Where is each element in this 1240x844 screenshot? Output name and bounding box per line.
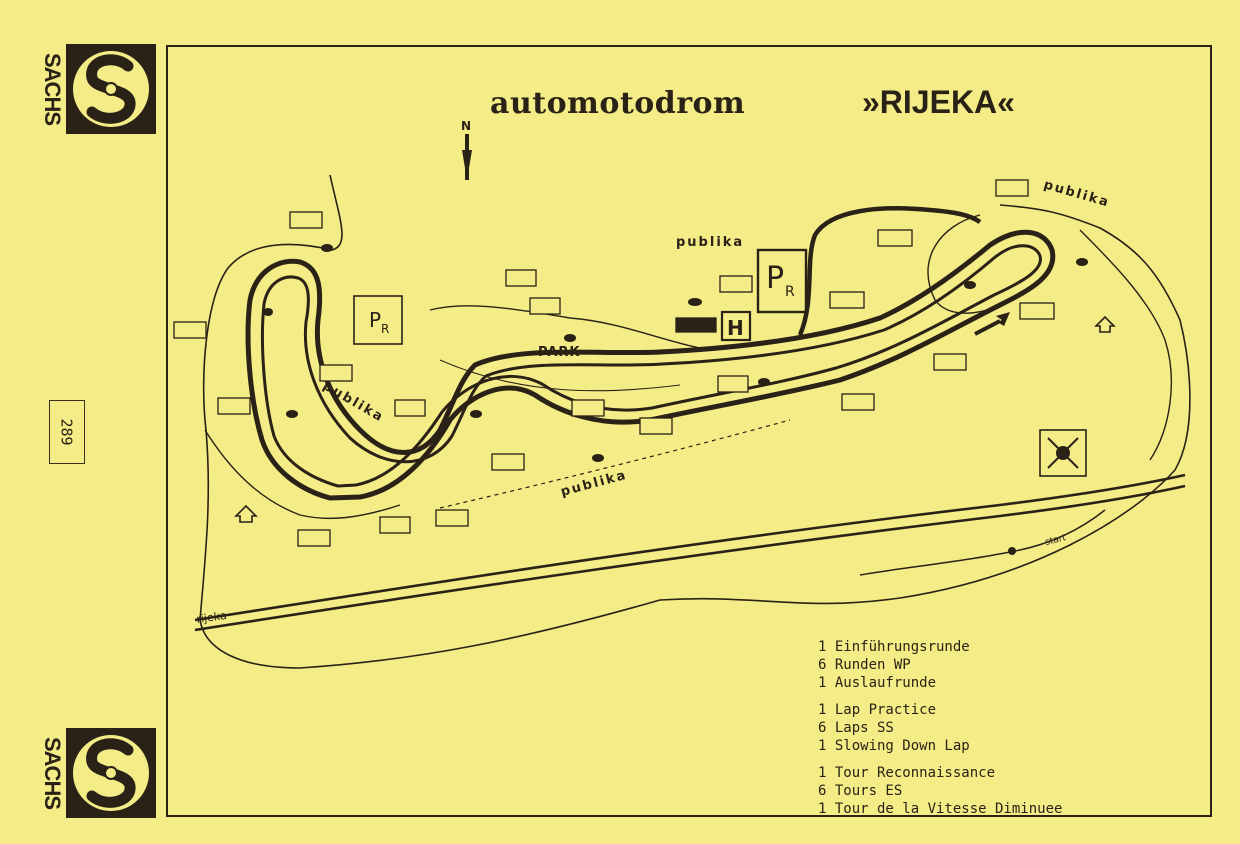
sign-marker [297,529,331,547]
start-marker-icon [1008,547,1016,555]
highway [194,473,1186,632]
publika-label-west: publika [320,378,387,425]
sign-marker [435,509,469,527]
dashed-spectator-line [439,419,791,509]
race-track-outer [245,229,1056,501]
sign-marker [379,516,411,534]
sign-marker [1019,302,1055,320]
car-icons [263,244,1088,462]
publika-label-northeast: publika [1042,177,1112,210]
sign-marker [491,453,525,471]
car-icon [964,281,976,289]
legend-line: 6 Laps SS [818,720,894,736]
sachs-s-icon [66,44,156,134]
car-icon [286,410,298,418]
publika-label-top: publika [676,235,744,250]
highway-line-1 [194,473,1186,622]
legend-group-french: 1 Tour Reconnaissance 6 Tours ES 1 Tour … [818,764,1198,818]
outer-boundary-line [199,174,1191,669]
legend-line: 6 Tours ES [818,783,903,799]
sign-marker [995,179,1029,197]
legend-line: 1 Lap Practice [818,702,937,718]
sign-marker [639,417,673,435]
legend-line: 1 Einführungsrunde [818,639,970,655]
sachs-logo-bottom: SACHS [38,728,158,818]
legend-line: 1 Tour Reconnaissance [818,765,996,781]
legend-line: 1 Auslaufrunde [818,675,937,691]
parking-left-r: R [381,322,389,336]
car-icon [470,410,482,418]
sign-marker [877,229,913,247]
publika-label-south: publika [559,468,629,500]
legend-line: 1 Slowing Down Lap [818,738,970,754]
sign-marker [289,211,323,229]
sign-marker [841,393,875,411]
sign-marker [529,297,561,315]
parking-block-right [756,248,808,314]
legend-group-german: 1 Einführungsrunde 6 Runden WP 1 Auslauf… [818,638,1198,692]
sign-marker [217,397,251,415]
park-label: PARK [538,345,580,360]
sign-marker [933,353,967,371]
sign-marker [571,399,605,417]
sachs-s-icon-bottom [66,728,156,818]
map-frame [166,45,1212,817]
first-aid-icon [1039,429,1087,477]
sign-markers [173,179,1055,547]
map-title: automotodrom [490,86,746,121]
car-icon [592,454,604,462]
sign-marker [394,399,426,417]
house-icon [234,315,1116,523]
service-road-3 [1079,229,1173,461]
race-track-north-loop [797,206,982,336]
sign-marker [719,275,753,293]
car-icon [1076,258,1088,266]
parking-right-r: R [785,284,795,300]
parking-right-p: P [766,261,784,296]
sidebar: SACHS 289 SACHS [0,0,166,844]
road-rijeka-label: rijeka [196,609,228,626]
car-icon [758,378,770,386]
legend-line: 6 Runden WP [818,657,911,673]
map-title-name: »RIJEKA« [862,84,1015,120]
start-label: start [1044,533,1067,548]
car-icon [564,334,576,342]
race-track-inner [260,244,1042,488]
lap-legend: 1 Einführungsrunde 6 Runden WP 1 Auslauf… [818,638,1198,827]
highway-line-2 [194,484,1186,632]
race-track [245,206,1056,501]
north-arrow-icon [462,134,472,180]
inner-service-road [204,429,401,520]
car-icon [688,298,702,306]
sign-marker [829,291,865,309]
direction-arrow-icon [974,312,1010,336]
heliport-label: H [727,316,744,340]
legend-group-english: 1 Lap Practice 6 Laps SS 1 Slowing Down … [818,701,1198,755]
legend-line: 1 Tour de la Vitesse Diminuee [818,801,1063,817]
car-icon [263,308,273,316]
parking-left-p: P [369,308,381,332]
sign-marker [319,364,353,382]
north-label: N [461,119,471,133]
start-road [859,509,1106,576]
sign-marker [717,375,749,393]
heliport-icon [720,310,752,342]
page-number-box: 289 [49,400,85,464]
car-icon [321,244,333,252]
parking-block-left [353,295,403,345]
sign-marker [675,317,717,333]
sachs-logo-top: SACHS [38,44,158,134]
sign-marker [505,269,537,287]
service-road-2 [429,305,701,349]
sign-marker [173,321,207,339]
